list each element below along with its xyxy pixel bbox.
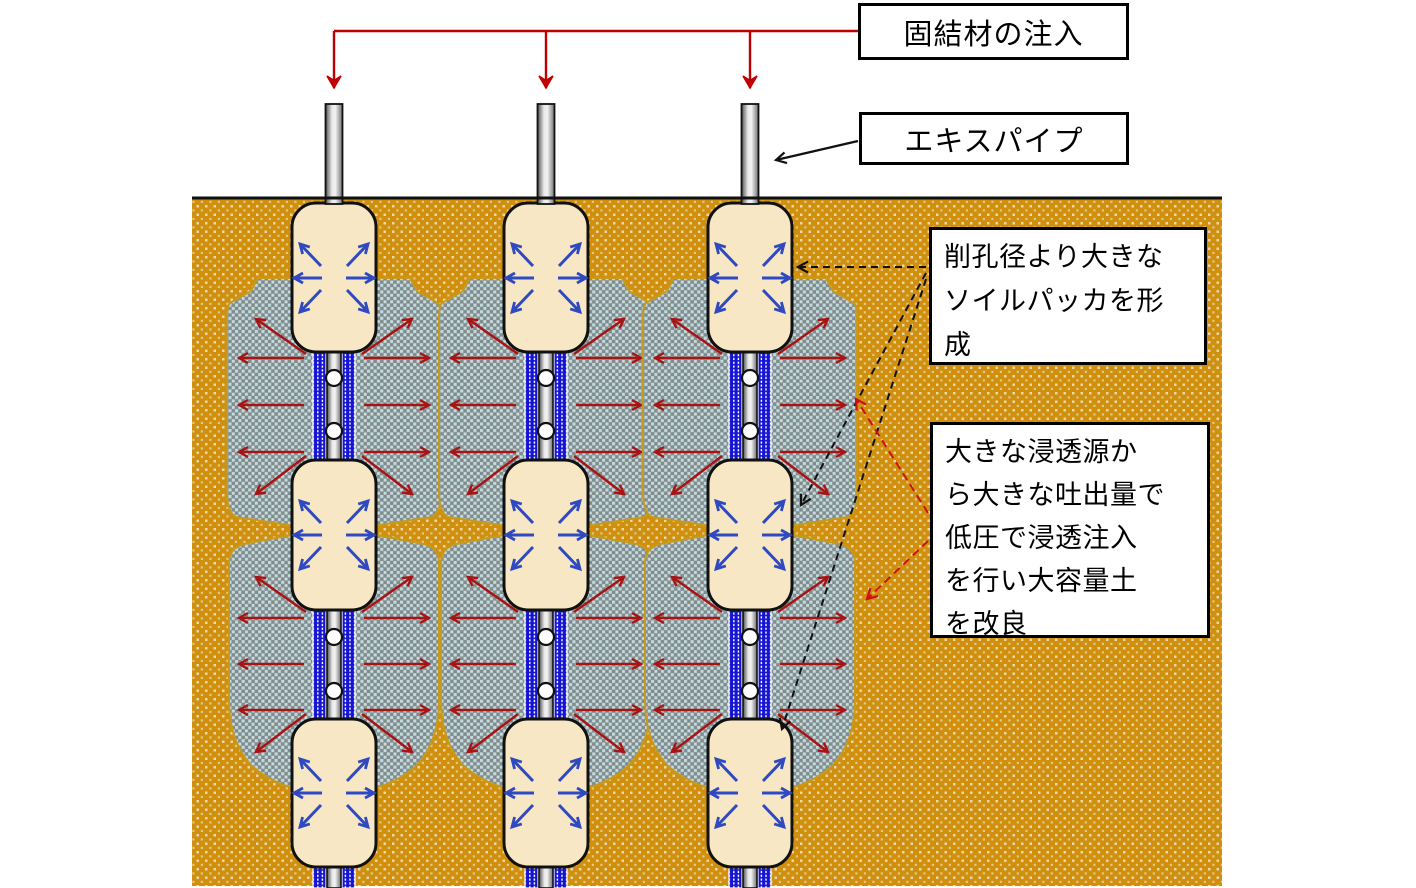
pipe-label-box: エキスパイプ	[859, 112, 1129, 165]
injection-label-box: 固結材の注入	[858, 3, 1129, 60]
injection-label-text: 固結材の注入	[903, 16, 1084, 51]
grout-feed-lines	[326, 29, 860, 90]
pipe-label-text: エキスパイプ	[904, 123, 1084, 158]
pipe-label-arrow	[773, 139, 859, 165]
packer-note-box: 削孔径より大きな ソイルパッカを形 成	[929, 227, 1207, 365]
packer-note-arrows	[778, 260, 927, 732]
permeation-note-arrows	[854, 397, 929, 601]
permeation-note-box: 大きな浸透源か ら大きな吐出量で 低圧で浸透注入 を行い大容量土 を改良	[930, 422, 1210, 640]
